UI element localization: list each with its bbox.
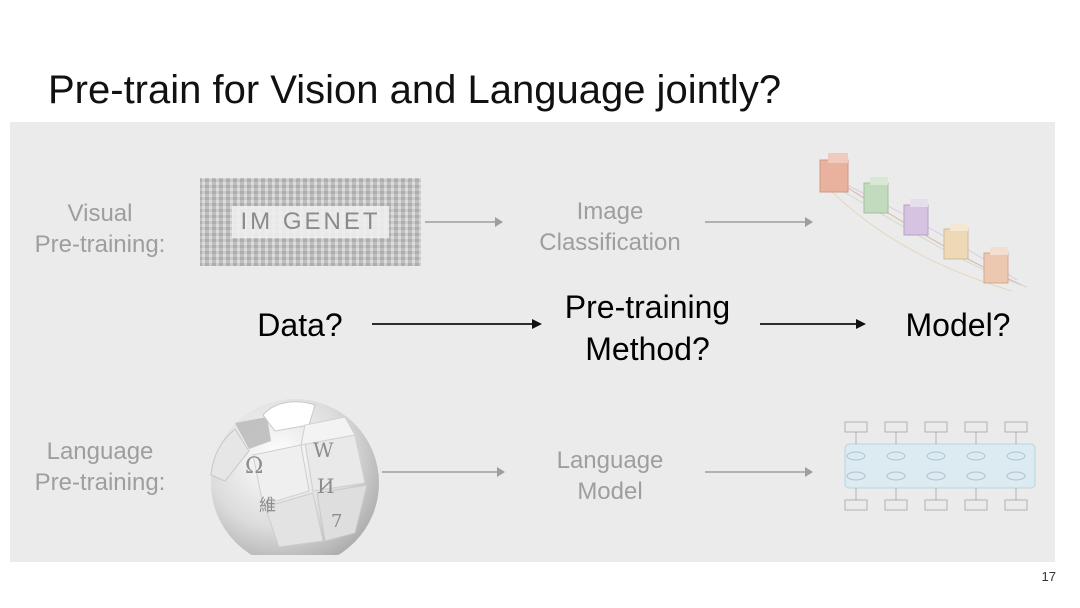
imagenet-image: IM GENET (200, 178, 421, 266)
svg-text:W: W (313, 438, 334, 462)
pretraining-method-question: Pre-training Method? (564, 289, 731, 367)
image-classification-label: Image Classification (539, 198, 681, 256)
model-question: Model? (905, 307, 1011, 343)
language-pretraining-label: Language Pre-training: (34, 438, 166, 496)
arrow-right-icon (705, 467, 813, 477)
svg-text:7: 7 (331, 511, 342, 532)
arrow-right-icon (705, 217, 813, 227)
arrow-right-icon (372, 319, 542, 329)
svg-text:Ω: Ω (245, 454, 263, 479)
arrow-right-icon (382, 467, 505, 477)
imagenet-logo: IM GENET (232, 206, 389, 238)
wikipedia-globe-image: W Ω И 維 7 (210, 399, 379, 555)
data-question: Data? (257, 307, 343, 343)
transformer-model-image (844, 421, 1036, 511)
arrow-right-icon (425, 217, 503, 227)
page-number: 17 (1041, 569, 1056, 584)
slide-title: Pre-train for Vision and Language jointl… (48, 68, 782, 112)
cnn-model-image (819, 153, 1028, 292)
language-model-label: Language Model (556, 447, 664, 505)
arrow-right-icon (760, 319, 866, 329)
visual-pretraining-label: Visual Pre-training: (34, 200, 166, 258)
svg-text:維: 維 (259, 496, 276, 516)
svg-text:И: И (317, 474, 334, 498)
